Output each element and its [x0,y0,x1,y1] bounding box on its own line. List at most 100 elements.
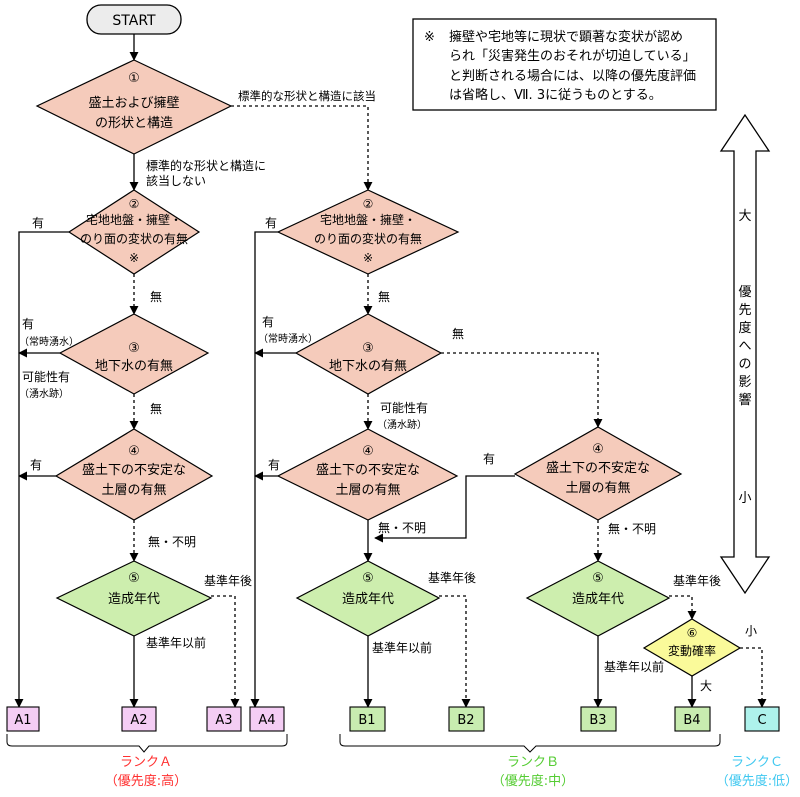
result-b3: B3 [580,706,617,732]
svg-text:優: 優 [738,285,751,300]
note-line: られ「災害発生のおそれが切迫している」 [449,48,696,64]
edge-label-yes: 有 [483,452,495,466]
svg-text:A4: A4 [258,713,275,728]
start-label: START [112,13,156,29]
result-a1: A1 [6,706,40,732]
svg-text:②: ② [363,197,374,211]
node-2a-deformation: ② 宅地地盤・擁壁・ のり面の変状の有無 ※ [67,189,201,275]
svg-text:宅地地盤・擁壁・: 宅地地盤・擁壁・ [86,212,182,227]
svg-text:C: C [757,713,766,728]
svg-text:③: ③ [362,341,374,356]
node-3b-groundwater: ③ 地下水の有無 [294,313,443,395]
edge-label-yes-spring: （常時湧水） [258,332,318,345]
svg-text:（優先度:中）: （優先度:中） [492,773,574,789]
svg-text:⑤: ⑤ [362,571,374,586]
svg-text:ランクＡ: ランクＡ [120,755,172,770]
svg-text:造成年代: 造成年代 [342,592,394,607]
node-5c-construction-era: ⑤ 造成年代 [525,560,671,637]
svg-text:の: の [738,357,751,372]
svg-text:B2: B2 [457,713,474,728]
node-2b-deformation: ② 宅地地盤・擁壁・ のり面の変状の有無 ※ [276,189,460,275]
svg-text:変動確率: 変動確率 [668,643,716,658]
svg-text:地下水の有無: 地下水の有無 [95,359,173,374]
svg-text:地下水の有無: 地下水の有無 [329,359,407,374]
rank-b-label: ランクＢ （優先度:中） [492,755,574,789]
svg-text:へ: へ [738,339,751,354]
svg-text:影: 影 [738,375,751,390]
edge-label-yes: 有 [30,458,42,472]
result-a3: A3 [206,706,242,732]
svg-text:A3: A3 [215,713,232,728]
node-5a-construction-era: ⑤ 造成年代 [55,560,213,637]
node-4a-unstable-layer: ④ 盛土下の不安定な 土層の有無 [54,428,214,521]
edge-label-possible: （湧水跡） [19,387,69,400]
edge-label-no-unknown: 無・不明 [148,534,196,549]
edge-label-no: 無 [378,289,390,304]
edge-label-before: 基準年以前 [604,659,664,674]
svg-text:盛土下の不安定な: 盛土下の不安定な [316,463,420,478]
edge-label-small: 小 [745,624,757,638]
svg-text:A2: A2 [130,713,147,728]
edge-label-possible: 可能性有 [380,401,428,415]
svg-text:（優先度:低）: （優先度:低） [716,773,798,789]
svg-text:盛土下の不安定な: 盛土下の不安定な [546,461,650,476]
svg-text:③: ③ [128,341,140,356]
edge-label-yes-spring: 有 [262,315,274,329]
edge-label-std-yes: 標準的な形状と構造に該当 [238,89,376,103]
edge-label-yes: 有 [32,216,44,230]
edge-label-possible: （湧水跡） [377,418,427,431]
svg-text:B1: B1 [358,713,375,728]
note-line: は省略し、Ⅶ. 3に従うものとする。 [449,87,662,103]
result-b1: B1 [349,706,386,732]
note-mark: ※ [424,30,435,45]
svg-text:④: ④ [128,444,140,459]
node-4b-unstable-layer: ④ 盛土下の不安定な 土層の有無 [276,428,459,521]
edge-label-yes: 有 [265,216,277,230]
rank-a-label: ランクＡ （優先度:高） [105,755,187,789]
edge-label-no-unknown: 無・不明 [378,520,426,535]
rank-b-bracket [339,734,721,753]
svg-text:盛土下の不安定な: 盛土下の不安定な [82,463,186,478]
svg-text:先: 先 [738,303,751,318]
node-6-variation-probability: ⑥ 変動確率 [642,618,742,677]
svg-text:の形状と構造: の形状と構造 [95,116,173,131]
priority-arrow [719,113,771,595]
svg-text:（優先度:高）: （優先度:高） [105,773,187,789]
svg-text:土層の有無: 土層の有無 [101,483,166,498]
svg-text:②: ② [129,197,140,211]
svg-text:ランクＢ: ランクＢ [507,755,559,770]
svg-text:⑤: ⑤ [592,571,604,586]
svg-text:※: ※ [363,251,373,265]
svg-text:④: ④ [592,442,604,457]
result-b4: B4 [674,706,711,732]
note-box: ※ 擁壁や宅地等に現状で顕著な変状が認め られ「災害発生のおそれが切迫している」… [412,18,717,111]
svg-text:のり面の変状の有無: のり面の変状の有無 [80,231,188,246]
edge-label-std-no: 該当しない [146,173,206,188]
edge-label-no-unknown: 無・不明 [608,521,656,536]
edge-label-yes-spring: 有 [22,317,34,331]
result-b2: B2 [448,706,485,732]
note-line: と判断される場合には、以降の優先度評価 [449,68,696,84]
svg-text:⑥: ⑥ [687,626,698,640]
edge-label-after: 基準年後 [428,570,476,585]
edge-label-no: 無 [452,326,464,341]
svg-text:土層の有無: 土層の有無 [565,481,630,496]
edge-label-std-no: 標準的な形状と構造に [146,158,266,173]
edge-label-before: 基準年以前 [146,635,206,650]
edge-label-before: 基準年以前 [372,640,432,655]
svg-text:B4: B4 [683,713,700,728]
result-a2: A2 [121,706,157,732]
result-a4: A4 [249,706,285,732]
priority-axis-text: 大 優 先 度 へ の 影 響 小 [738,209,751,506]
svg-text:B3: B3 [589,713,606,728]
edge-label-after: 基準年後 [673,573,721,588]
rank-c-label: ランクＣ （優先度:低） [716,755,798,789]
edge-label-yes-spring: （常時湧水） [19,335,79,348]
svg-text:①: ① [128,71,140,86]
node-3a-groundwater: ③ 地下水の有無 [58,313,210,395]
svg-text:盛土および擁壁: 盛土および擁壁 [88,96,179,111]
node-4c-unstable-layer: ④ 盛土下の不安定な 土層の有無 [513,426,683,521]
note-line: 擁壁や宅地等に現状で顕著な変状が認め [449,29,683,45]
edge-label-no: 無 [150,289,162,304]
